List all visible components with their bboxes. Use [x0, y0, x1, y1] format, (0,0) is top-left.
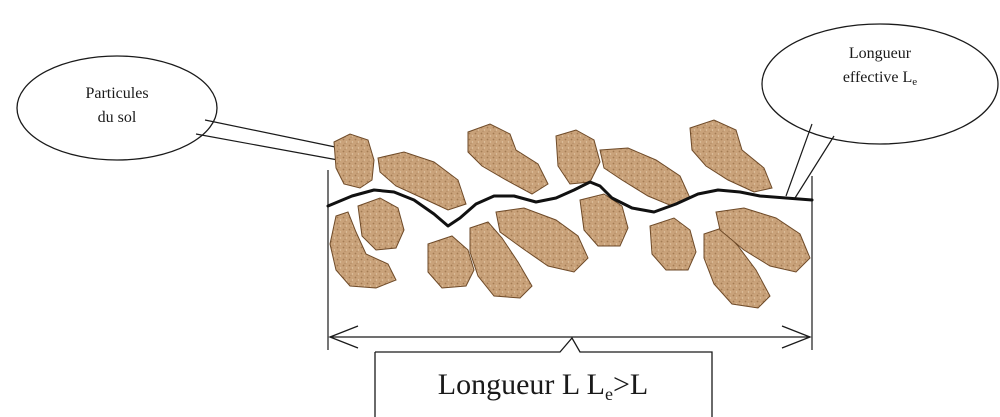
soil-particle	[428, 236, 474, 288]
effective-length-callout-line1: Longueur	[790, 42, 970, 66]
effective-length-callout-text: Longueur effective Le	[790, 42, 970, 90]
soil-particle	[378, 152, 466, 210]
effective-length-callout-line2: effective Le	[790, 66, 970, 90]
length-label-part1: Longueur L L	[438, 368, 605, 401]
soil-particles	[330, 120, 810, 308]
soil-particle	[690, 120, 772, 192]
length-label-subscript: e	[605, 384, 613, 404]
effective-length-callout-subscript: e	[912, 76, 917, 88]
effective-length-callout-line2-main: effective L	[843, 69, 912, 86]
soil-particle	[358, 198, 404, 250]
soil-particle	[556, 130, 600, 184]
soil-particle	[334, 134, 374, 188]
soil-particle	[650, 218, 696, 270]
particles-callout-text: Particules du sol	[52, 82, 182, 130]
particles-callout-line1: Particules	[52, 82, 182, 106]
length-label-text: Longueur L Le>L	[378, 360, 708, 410]
particles-callout-pointer	[196, 120, 340, 160]
particles-callout-line2: du sol	[52, 106, 182, 130]
soil-particle	[468, 124, 548, 194]
length-label-part2: >L	[613, 368, 648, 401]
